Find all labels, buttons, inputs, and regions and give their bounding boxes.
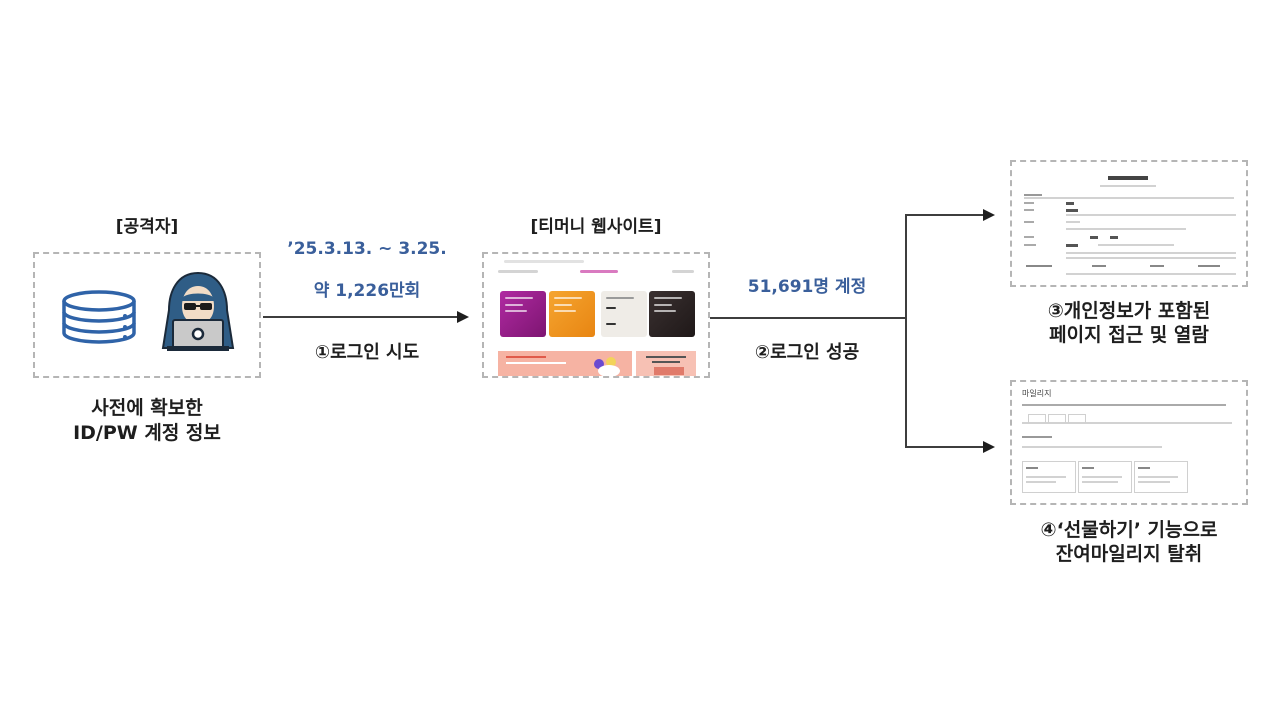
attacker-box	[33, 252, 261, 378]
compromised-account-count: 51,691명 계정	[747, 277, 867, 297]
hacker-icon	[157, 270, 239, 358]
service-card-purple	[500, 291, 546, 337]
outcome4-caption-line1: ④‘선물하기’ 기능으로	[1040, 519, 1218, 541]
arrowhead-icon	[457, 311, 469, 323]
attack-period: ’25.3.13. ~ 3.25.	[287, 239, 447, 259]
outcome3-caption-line1: ③개인정보가 포함된	[1047, 300, 1211, 322]
arrow-login-success	[710, 317, 907, 319]
mileage-page-screenshot: 마일리지	[1010, 380, 1248, 505]
arrow-to-mileage-theft	[905, 446, 985, 448]
login-attempt-count: 약 1,226만회	[313, 281, 421, 301]
arrow-login-attempt	[263, 316, 459, 318]
service-card-dark	[649, 291, 695, 337]
personal-info-page-screenshot	[1010, 160, 1248, 287]
service-card-orange	[549, 291, 595, 337]
attacker-caption-line1: 사전에 확보한	[91, 397, 203, 419]
database-icon	[60, 289, 138, 349]
website-screenshot	[482, 252, 710, 378]
attacker-title: [공격자]	[115, 217, 179, 237]
outcome3-caption-line2: 페이지 접근 및 열람	[1049, 324, 1209, 346]
mileage-heading: 마일리지	[1022, 389, 1052, 398]
service-card-white	[601, 291, 647, 337]
promo-banner-side	[636, 351, 696, 376]
arrowhead-icon	[983, 441, 995, 453]
step2-label: ②로그인 성공	[754, 342, 860, 363]
promo-banner-main	[498, 351, 632, 376]
website-title: [티머니 웹사이트]	[530, 217, 662, 237]
step1-label: ①로그인 시도	[314, 342, 420, 363]
arrowhead-icon	[983, 209, 995, 221]
branch-connector	[905, 214, 907, 448]
outcome4-caption-line2: 잔여마일리지 탈취	[1055, 543, 1203, 565]
arrow-to-personal-info	[905, 214, 985, 216]
attacker-caption-line2: ID/PW 계정 정보	[73, 422, 221, 444]
